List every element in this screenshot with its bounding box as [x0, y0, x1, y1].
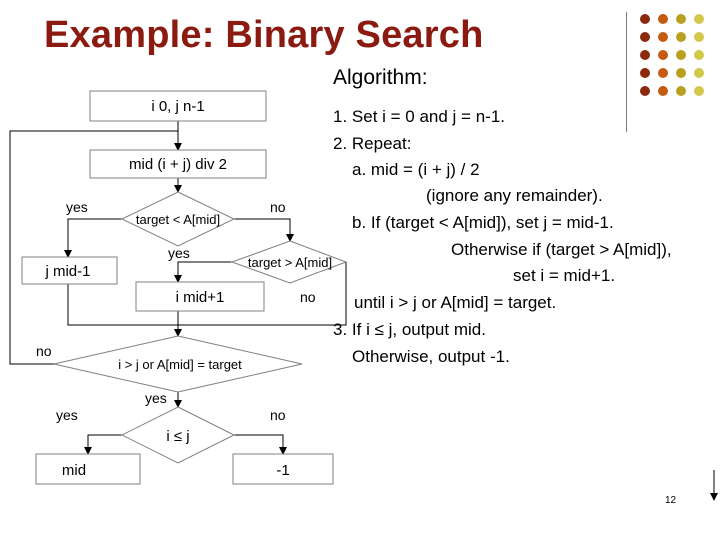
no-greater-label: no	[300, 289, 316, 305]
loop-condition-diamond	[53, 335, 303, 393]
no-final-label: no	[270, 407, 286, 423]
algorithm-step-2: 2. Repeat:	[333, 134, 412, 153]
decorative-dot	[694, 14, 704, 24]
set-i-box	[135, 281, 265, 312]
algorithm-step-3: 3. If i ≤ j, output mid.	[333, 320, 486, 339]
decorative-dot	[658, 86, 668, 96]
algorithm-step-2b-else: Otherwise if (target > A[mid]),	[451, 240, 672, 259]
final-condition-diamond	[120, 406, 236, 464]
mid-label: mid (i + j) div 2	[129, 156, 227, 173]
decorative-dot	[640, 50, 650, 60]
algorithm-step-2a: a. mid = (i + j) / 2	[352, 160, 480, 179]
greater-than-diamond	[230, 240, 348, 284]
decorative-dot	[640, 14, 650, 24]
loop-condition-label: i > j or A[mid] = target	[118, 357, 242, 372]
decorative-dot	[676, 86, 686, 96]
output-neg-box	[232, 453, 334, 485]
output-mid-box	[35, 453, 141, 485]
algorithm-heading: Algorithm:	[333, 66, 428, 89]
yes-loop-label: yes	[145, 390, 167, 406]
no-loop-label: no	[36, 343, 52, 359]
set-j-box	[21, 256, 118, 285]
decorative-dot-grid	[640, 14, 720, 114]
decorative-dot	[640, 32, 650, 42]
set-j-label: j mid-1	[44, 263, 90, 280]
decorative-dot	[640, 86, 650, 96]
yes-less-label: yes	[66, 199, 88, 215]
decorative-dot	[658, 68, 668, 78]
set-i-label: i mid+1	[176, 289, 225, 306]
flowchart-connectors	[9, 121, 718, 501]
algorithm-step-1: 1. Set i = 0 and j = n-1.	[333, 107, 506, 126]
algorithm-step-2a-note: (ignore any remainder).	[426, 186, 603, 205]
yes-final-label: yes	[56, 407, 78, 423]
algorithm-step-2b: b. If (target < A[mid]), set j = mid-1.	[352, 213, 614, 232]
mid-box	[89, 149, 267, 179]
output-mid-label: mid	[62, 462, 86, 479]
decorative-dot	[658, 32, 668, 42]
no-less-label: no	[270, 199, 286, 215]
algorithm-step-3-else: Otherwise, output -1.	[352, 347, 510, 366]
algorithm-until: until i > j or A[mid] = target.	[354, 293, 557, 312]
slide-title: Example: Binary Search	[44, 14, 484, 56]
init-label: i 0, j n-1	[151, 98, 204, 115]
decorative-dot	[658, 14, 668, 24]
decorative-dot	[676, 50, 686, 60]
less-than-diamond	[120, 191, 236, 247]
init-box	[89, 90, 267, 122]
algorithm-step-2b-set: set i = mid+1.	[513, 266, 616, 285]
decorative-dot	[640, 68, 650, 78]
page-number: 12	[665, 495, 677, 506]
decorative-dot	[694, 86, 704, 96]
greater-than-label: target > A[mid]	[248, 255, 332, 270]
decorative-dot	[658, 50, 668, 60]
decorative-dot	[676, 32, 686, 42]
decorative-dot	[694, 32, 704, 42]
decorative-dot	[676, 68, 686, 78]
final-condition-label: i ≤ j	[166, 428, 189, 445]
decorative-dot	[676, 14, 686, 24]
decorative-dot	[694, 50, 704, 60]
output-neg-label: -1	[276, 462, 289, 479]
less-than-label: target < A[mid]	[136, 212, 220, 227]
decorative-divider	[626, 12, 627, 132]
yes-greater-label: yes	[168, 245, 190, 261]
decorative-dot	[694, 68, 704, 78]
